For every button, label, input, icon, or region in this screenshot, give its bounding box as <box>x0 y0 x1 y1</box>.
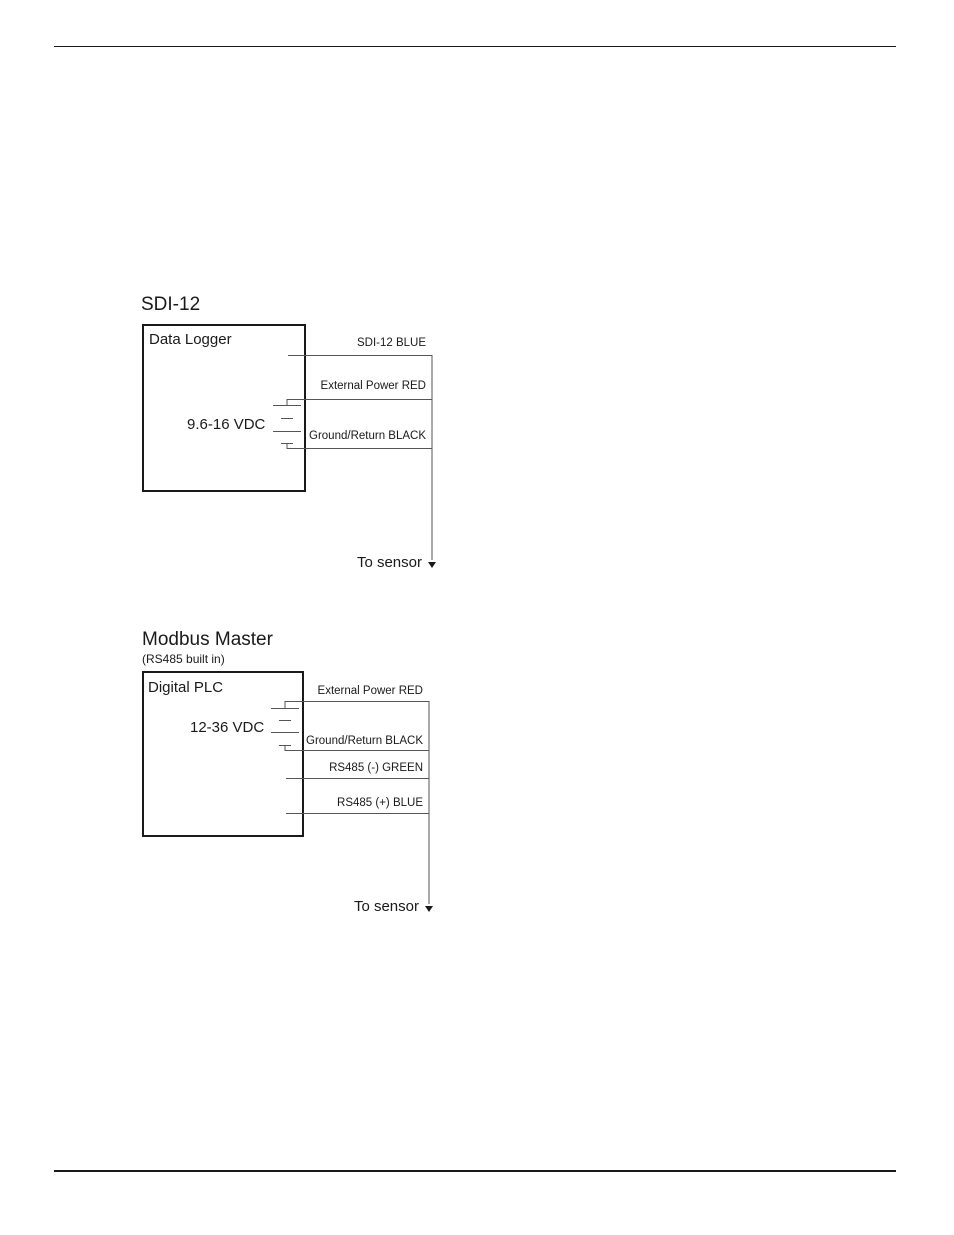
modbus-wire-label-rs485-neg: RS485 (-) GREEN <box>329 762 423 774</box>
modbus-wire-label-ground: Ground/Return BLACK <box>306 735 423 747</box>
header-rule <box>54 46 896 47</box>
modbus-wire-power <box>285 702 429 709</box>
sdi12-arrow-down-icon <box>428 562 436 568</box>
modbus-arrow-down-icon <box>425 906 433 912</box>
modbus-voltage-label: 12-36 VDC <box>190 719 264 736</box>
sdi12-wire-label-sdi12: SDI-12 BLUE <box>357 337 426 349</box>
modbus-wire-label-power: External Power RED <box>318 685 423 697</box>
data-logger-box <box>142 324 306 492</box>
sdi12-wire-ground <box>287 444 432 449</box>
modbus-section-title: Modbus Master <box>142 629 273 651</box>
modbus-to-sensor-label: To sensor <box>354 898 419 915</box>
sdi12-section-title: SDI-12 <box>141 294 200 316</box>
modbus-section-subtitle: (RS485 built in) <box>142 652 225 666</box>
sdi12-voltage-label: 9.6-16 VDC <box>187 416 265 433</box>
sdi12-wire-label-ground: Ground/Return BLACK <box>309 430 426 442</box>
footer-rule <box>54 1170 896 1172</box>
sdi12-wire-label-power: External Power RED <box>321 380 426 392</box>
modbus-wire-label-rs485-pos: RS485 (+) BLUE <box>337 797 423 809</box>
sdi12-wire-power <box>287 400 432 406</box>
data-logger-label: Data Logger <box>149 331 232 348</box>
digital-plc-label: Digital PLC <box>148 679 223 696</box>
sdi12-to-sensor-label: To sensor <box>357 554 422 571</box>
